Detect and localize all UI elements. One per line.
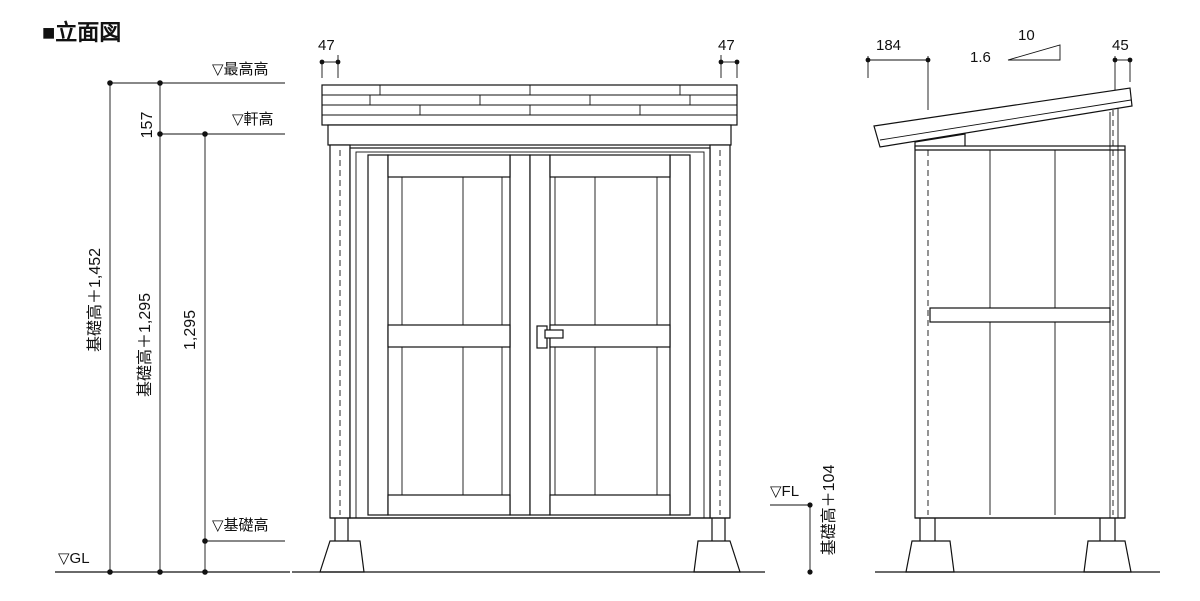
side-top-dims xyxy=(865,44,1133,110)
level-max-label: ▽最高高 xyxy=(212,61,269,78)
slope-run-label: 10 xyxy=(1018,27,1035,44)
dim-right-47-label: 47 xyxy=(718,37,735,54)
level-fl-label: ▽FL xyxy=(770,483,799,500)
dim-eave-label: 基礎高＋1,295 xyxy=(136,293,154,397)
dim-1295-label: 1,295 xyxy=(182,310,199,350)
dim-157-label: 157 xyxy=(139,112,156,139)
fl-dimension xyxy=(770,502,813,575)
dim-184-label: 184 xyxy=(876,37,901,54)
slope-rise-label: 1.6 xyxy=(970,49,991,66)
level-foundation-label: ▽基礎高 xyxy=(212,517,269,534)
front-dimension-lines xyxy=(55,80,290,575)
dim-45-label: 45 xyxy=(1112,37,1129,54)
level-eave-label: ▽軒高 xyxy=(232,111,274,128)
level-gl-label: ▽GL xyxy=(58,550,90,567)
front-shed xyxy=(319,84,741,573)
dim-total-label: 基礎高＋1,452 xyxy=(86,248,104,352)
front-top-dims xyxy=(319,55,740,78)
side-shed xyxy=(873,87,1133,573)
drawing-title: ■立面図 xyxy=(42,20,121,45)
dim-fl-label: 基礎高＋104 xyxy=(820,465,838,556)
dim-left-47-label: 47 xyxy=(318,37,335,54)
